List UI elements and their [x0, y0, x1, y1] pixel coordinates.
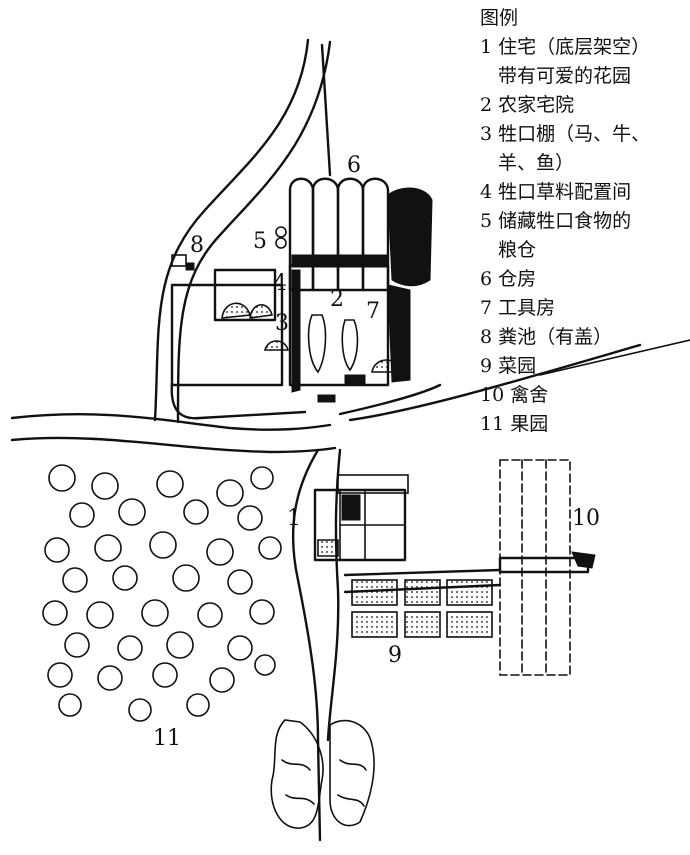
label-11: 11	[153, 726, 181, 751]
legend-item-7: 7 工具房	[480, 297, 556, 319]
label-8: 8	[190, 233, 204, 258]
legend-item-6: 6 仓房	[480, 268, 537, 290]
label-6: 6	[347, 153, 361, 178]
label-3: 3	[275, 311, 289, 336]
label-1: 1	[287, 506, 301, 531]
house-building	[313, 474, 409, 562]
label-10: 10	[572, 506, 600, 531]
farmyard-compound	[170, 177, 442, 420]
legend-item-1-cont: 带有可爱的花园	[498, 65, 632, 87]
legend-item-4: 4 牲口草料配置间	[480, 181, 632, 203]
poultry-house	[498, 339, 690, 676]
legend-item-2: 2 农家宅院	[480, 94, 575, 116]
legend-item-5-cont: 粮仓	[498, 239, 537, 261]
legend-item-3-cont: 羊、鱼）	[498, 152, 575, 174]
vegetable-garden	[351, 579, 493, 638]
legend-item-3: 3 牲口棚（马、牛、	[480, 123, 651, 145]
orchard	[42, 464, 282, 722]
legend-item-5: 5 储藏牲口食物的	[480, 210, 632, 232]
legend-item-9: 9 菜园	[480, 355, 537, 377]
label-5: 5	[253, 229, 267, 254]
legend-item-1: 1 住宅（底层架空）	[480, 36, 651, 58]
label-2: 2	[330, 287, 344, 312]
legend-item-8: 8 粪池（有盖）	[480, 326, 613, 348]
entrance-trees	[270, 719, 375, 842]
legend: 图例 1 住宅（底层架空） 带有可爱的花园 2 农家宅院 3 牲口棚（马、牛、 …	[480, 4, 690, 439]
legend-item-11: 11 果园	[480, 413, 549, 435]
label-9: 9	[388, 643, 402, 668]
label-7: 7	[366, 299, 380, 324]
legend-title: 图例	[480, 7, 519, 29]
legend-item-10: 10 禽舍	[480, 384, 549, 406]
label-4: 4	[273, 271, 287, 296]
